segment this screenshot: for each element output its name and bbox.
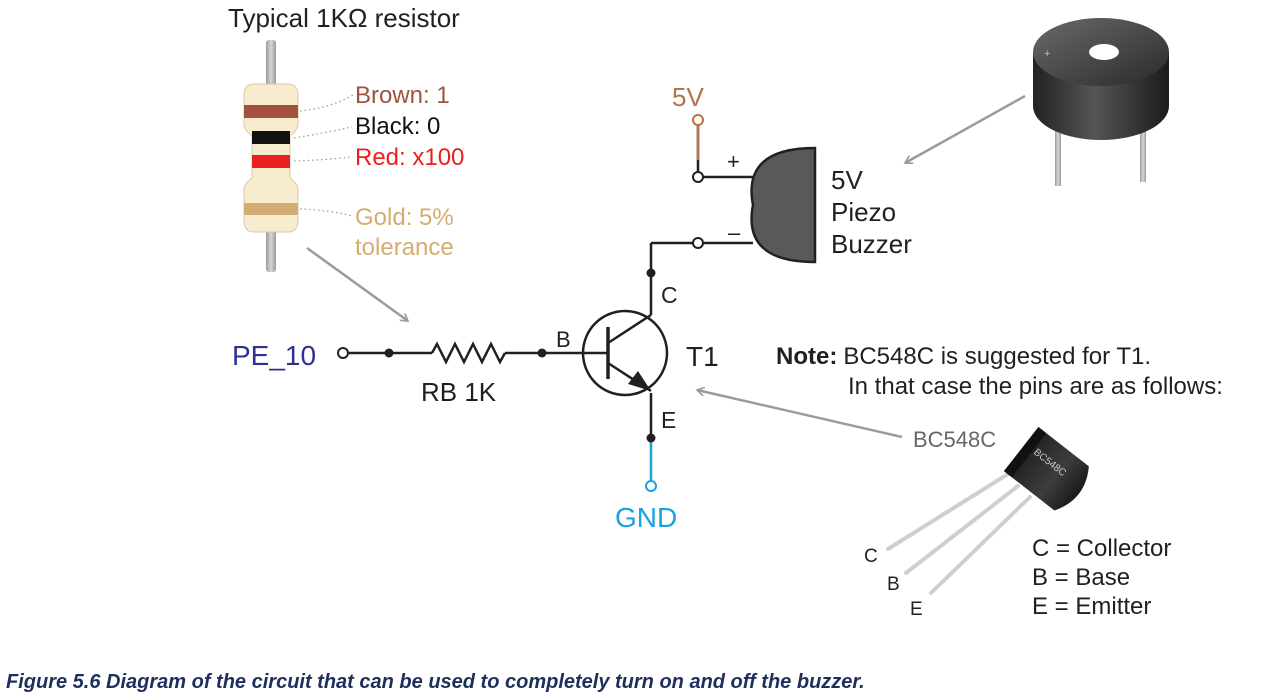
- note-text1: BC548C is suggested for T1.: [843, 343, 1151, 370]
- band-leaders: [293, 94, 354, 217]
- bc548-body: [1003, 427, 1089, 511]
- junction-dot: [646, 433, 656, 443]
- buzzer-lead: [1140, 100, 1146, 182]
- bc548-lead-b: [904, 484, 1020, 575]
- emitter-arrow-icon: [628, 371, 651, 391]
- note-line1: Note:BC548C is suggested for T1.: [776, 343, 1151, 370]
- note-bold: Note:: [776, 343, 837, 370]
- input-label: PE_10: [232, 340, 316, 371]
- bc548-lead-c: [886, 472, 1010, 551]
- buzzer-hole: [1089, 44, 1119, 60]
- bc548-illustration: BC548C: [886, 427, 1089, 595]
- legend-emitter: E = Emitter: [1032, 593, 1151, 620]
- figure-caption: Figure 5.6 Diagram of the circuit that c…: [6, 671, 865, 693]
- buzzer-plus-mark-icon: +: [1044, 48, 1050, 60]
- bc548-lead-e: [929, 495, 1032, 595]
- junction-dot: [646, 268, 656, 278]
- transistor-collector-leg: [607, 313, 652, 345]
- buzzer-label-line2: Piezo: [831, 197, 896, 227]
- bc548-pin-c: C: [864, 546, 878, 567]
- buzzer-pointer-arrow: [905, 94, 1026, 163]
- note-line2: In that case the pins are as follows:: [848, 373, 1223, 400]
- ground-terminal: [645, 480, 657, 492]
- band-red: [252, 155, 290, 168]
- supply-terminal: [692, 114, 704, 126]
- buzzer-illustration: +: [1033, 18, 1169, 186]
- base-pin-label: B: [556, 327, 571, 352]
- buzzer-plus-terminal: [692, 171, 704, 183]
- transistor-pointer-arrow: [697, 390, 903, 439]
- band-label-black: Black: 0: [355, 113, 440, 140]
- minus-sign: –: [728, 220, 741, 245]
- bc548-pin-b: B: [887, 574, 900, 595]
- buzzer-minus-terminal: [692, 237, 704, 249]
- resistor-title: Typical 1KΩ resistor: [228, 3, 460, 33]
- rb-label: RB 1K: [421, 377, 497, 407]
- bc548-pin-e: E: [910, 599, 923, 620]
- resistor-illustration: [243, 40, 299, 272]
- collector-pin-label: C: [661, 282, 678, 308]
- band-gold: [244, 203, 298, 215]
- band-label-brown: Brown: 1: [355, 82, 450, 109]
- schematic-wires: [349, 125, 753, 438]
- band-label-red: Red: x100: [355, 144, 464, 171]
- input-terminal: [337, 347, 349, 359]
- plus-sign: +: [727, 149, 740, 174]
- resistor-pointer-arrow: [306, 246, 408, 323]
- bc548-arrow-label: BC548C: [913, 427, 996, 452]
- buzzer-label-line3: Buzzer: [831, 229, 912, 259]
- band-black: [252, 131, 290, 144]
- legend-collector: C = Collector: [1032, 535, 1171, 562]
- band-brown: [244, 105, 298, 118]
- buzzer-lead: [1055, 100, 1061, 186]
- band-label-gold: Gold: 5%: [355, 204, 454, 231]
- band-label-gold-tolerance: tolerance: [355, 234, 454, 261]
- junction-dot: [384, 348, 394, 358]
- emitter-pin-label: E: [661, 407, 676, 433]
- legend-base: B = Base: [1032, 564, 1130, 591]
- supply-label: 5V: [672, 82, 704, 112]
- buzzer-label-line1: 5V: [831, 165, 863, 195]
- transistor-symbol: [581, 309, 669, 397]
- junction-dot: [537, 348, 547, 358]
- transistor-label: T1: [686, 341, 719, 372]
- buzzer-symbol: [750, 146, 817, 264]
- ground-label: GND: [615, 502, 677, 533]
